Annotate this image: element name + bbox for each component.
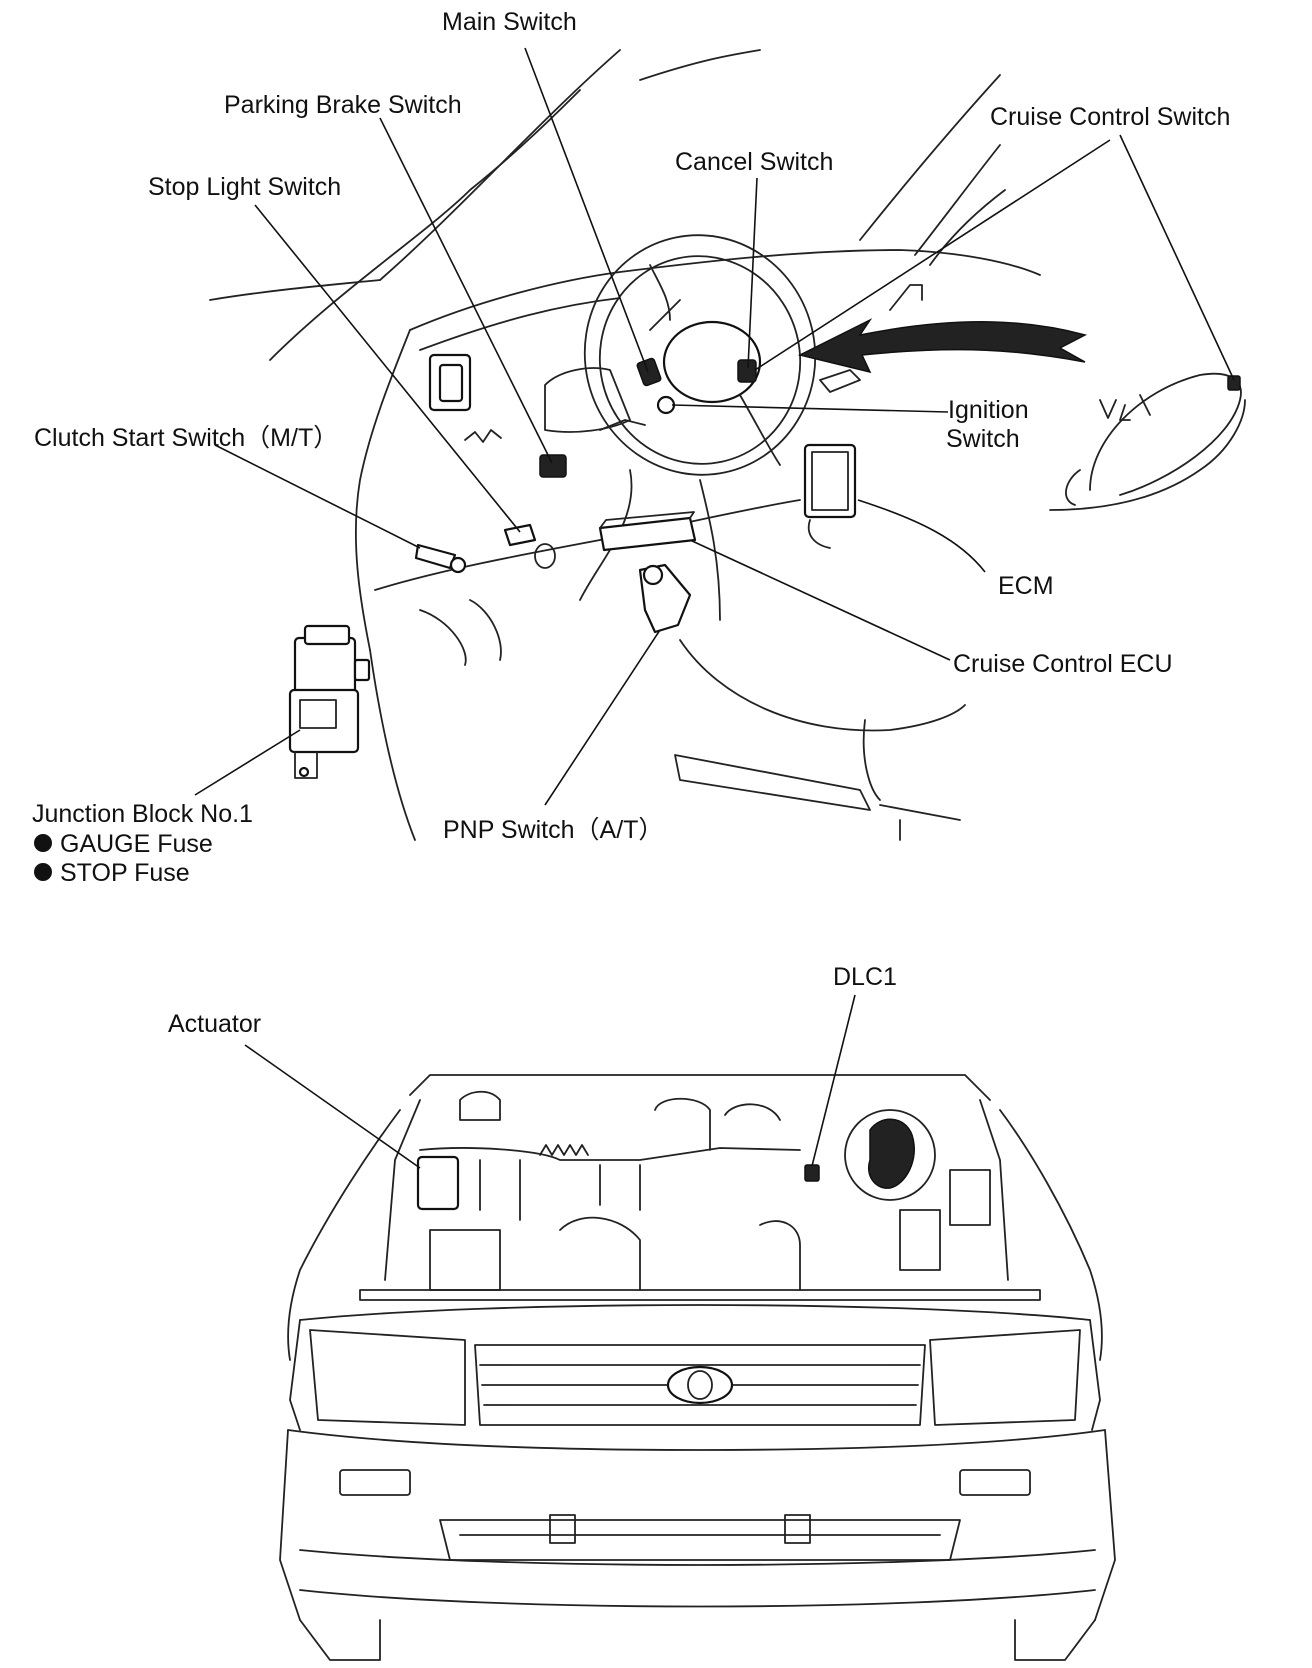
- parking-brake-switch-label: Parking Brake Switch: [224, 91, 462, 119]
- actuator-part: [416, 1155, 460, 1211]
- cruise-control-ecu-label: Cruise Control ECU: [953, 650, 1173, 678]
- cancel-switch-label: Cancel Switch: [675, 148, 833, 176]
- engine-leader-lines: [244, 994, 856, 1169]
- clutch-start-switch-label: Clutch Start Switch（M/T）: [34, 424, 338, 452]
- cruise-control-switch-label: Cruise Control Switch: [990, 103, 1230, 131]
- pnp-switch-label: PNP Switch（A/T）: [443, 816, 663, 844]
- main-switch-label: Main Switch: [442, 8, 577, 36]
- actuator-label: Actuator: [168, 1010, 261, 1038]
- engine-bay-drawing: [279, 1074, 1116, 1661]
- stop-light-switch-label: Stop Light Switch: [148, 173, 341, 201]
- toyota-emblem: [666, 1365, 734, 1405]
- interior-labels: Main Switch Parking Brake Switch Cruise …: [32, 8, 1230, 887]
- dlc1-part: [804, 1164, 820, 1182]
- junction-block-label: Junction Block No.1: [32, 800, 253, 828]
- gauge-fuse-label: GAUGE Fuse: [60, 830, 213, 858]
- ignition-switch-label-line1: Ignition: [948, 396, 1029, 424]
- dlc1-label: DLC1: [833, 963, 897, 991]
- ignition-switch-label-line2: Switch: [946, 425, 1020, 453]
- interior-drawing: [209, 49, 1246, 841]
- gauge-fuse-bullet: [34, 834, 52, 852]
- ecm-label: ECM: [998, 572, 1054, 600]
- stop-fuse-label: STOP Fuse: [60, 859, 190, 887]
- interior-leader-lines: [194, 47, 1235, 806]
- stop-fuse-bullet: [34, 863, 52, 881]
- engine-labels: DLC1 Actuator: [168, 963, 897, 1038]
